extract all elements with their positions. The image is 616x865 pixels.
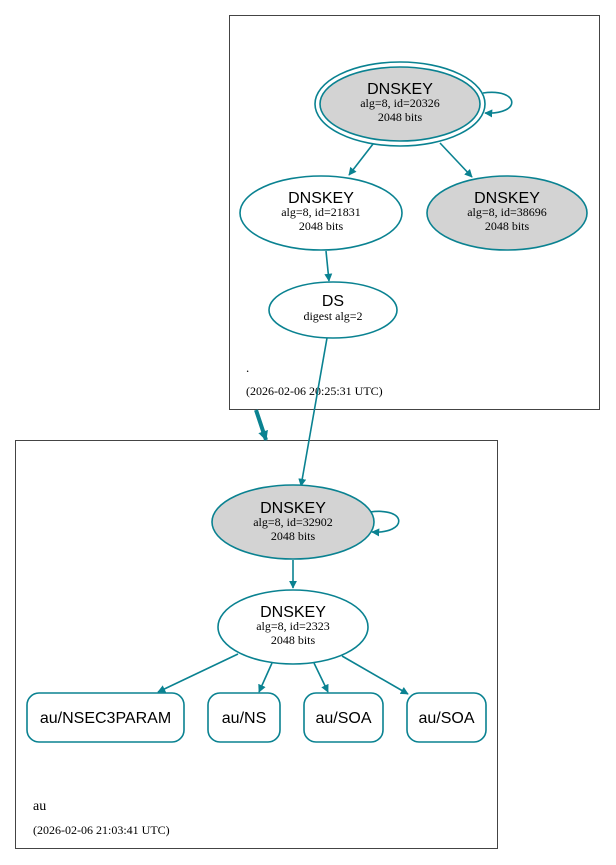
node-rr-soa-2-label: au/SOA xyxy=(418,710,474,727)
node-root-ksk-outer xyxy=(314,61,486,147)
node-ds[interactable]: DS digest alg=2 xyxy=(268,281,398,339)
node-ds-line1: digest alg=2 xyxy=(303,309,362,323)
node-rr-ns[interactable]: au/NS xyxy=(207,692,281,743)
edge-root-ksk-to-zsk1 xyxy=(348,143,374,176)
node-rr-nsec3param-shape xyxy=(26,692,185,743)
node-rr-ns-label: au/NS xyxy=(222,710,266,727)
edge-au-ksk-self xyxy=(369,510,400,537)
node-root-zsk2-title: DNSKEY xyxy=(474,190,540,207)
node-au-zsk-title: DNSKEY xyxy=(260,604,326,621)
edge-root-ksk-to-zsk2 xyxy=(439,142,473,178)
edge-zsk-to-nsec3param xyxy=(157,653,239,693)
node-root-ksk[interactable]: DNSKEY alg=8, id=20326 2048 bits xyxy=(314,61,486,147)
node-au-ksk[interactable]: DNSKEY alg=8, id=32902 2048 bits xyxy=(211,484,375,560)
zone-au-name: au xyxy=(33,799,46,814)
node-rr-soa-2[interactable]: au/SOA xyxy=(406,692,487,743)
node-au-ksk-line1: alg=8, id=32902 xyxy=(253,515,333,529)
node-root-zsk1-title: DNSKEY xyxy=(288,190,354,207)
node-au-ksk-shape xyxy=(211,484,375,560)
node-root-ksk-line2: 2048 bits xyxy=(378,110,423,124)
node-root-zsk1-line1: alg=8, id=21831 xyxy=(281,205,361,219)
edges xyxy=(157,91,513,695)
node-root-zsk1-line2: 2048 bits xyxy=(299,219,344,233)
zone-au-timestamp: (2026-02-06 21:03:41 UTC) xyxy=(33,823,170,837)
zone-root-timestamp: (2026-02-06 20:25:31 UTC) xyxy=(246,384,383,398)
node-rr-nsec3param[interactable]: au/NSEC3PARAM xyxy=(26,692,185,743)
node-root-zsk1[interactable]: DNSKEY alg=8, id=21831 2048 bits xyxy=(239,175,403,251)
node-root-ksk-title: DNSKEY xyxy=(367,81,433,98)
node-rr-soa-1-shape xyxy=(303,692,384,743)
node-ds-shape xyxy=(268,281,398,339)
node-rr-nsec3param-label: au/NSEC3PARAM xyxy=(40,710,171,727)
node-au-zsk-line2: 2048 bits xyxy=(271,633,316,647)
edge-zsk-to-soa2 xyxy=(341,655,409,695)
node-root-zsk2-shape xyxy=(426,175,588,251)
node-root-zsk2-line1: alg=8, id=38696 xyxy=(467,205,547,219)
zone-root-name: . xyxy=(246,360,249,375)
edge-zsk1-to-ds xyxy=(324,250,333,282)
node-root-zsk1-shape xyxy=(239,175,403,251)
node-au-zsk-shape xyxy=(217,589,369,665)
edge-zsk-to-ns xyxy=(258,662,273,693)
node-au-zsk[interactable]: DNSKEY alg=8, id=2323 2048 bits xyxy=(217,589,369,665)
node-rr-soa-2-shape xyxy=(406,692,487,743)
edge-root-ksk-self xyxy=(482,91,513,118)
edge-zsk-to-soa1 xyxy=(313,662,329,693)
node-root-ksk-inner xyxy=(319,66,481,142)
zone-au: au (2026-02-06 21:03:41 UTC) xyxy=(15,440,498,849)
node-ds-title: DS xyxy=(322,293,344,310)
node-rr-ns-shape xyxy=(207,692,281,743)
node-root-ksk-line1: alg=8, id=20326 xyxy=(360,96,440,110)
node-root-zsk2-line2: 2048 bits xyxy=(485,219,530,233)
edge-delegation xyxy=(254,409,268,441)
zone-root-border xyxy=(229,15,600,410)
edge-ds-to-au-ksk xyxy=(298,337,328,487)
node-root-zsk2[interactable]: DNSKEY alg=8, id=38696 2048 bits xyxy=(426,175,588,251)
node-rr-soa-1[interactable]: au/SOA xyxy=(303,692,384,743)
zone-root: . (2026-02-06 20:25:31 UTC) xyxy=(229,15,600,410)
node-au-ksk-line2: 2048 bits xyxy=(271,529,316,543)
node-au-zsk-line1: alg=8, id=2323 xyxy=(256,619,330,633)
node-au-ksk-title: DNSKEY xyxy=(260,500,326,517)
node-rr-soa-1-label: au/SOA xyxy=(315,710,371,727)
zone-au-border xyxy=(15,440,498,849)
